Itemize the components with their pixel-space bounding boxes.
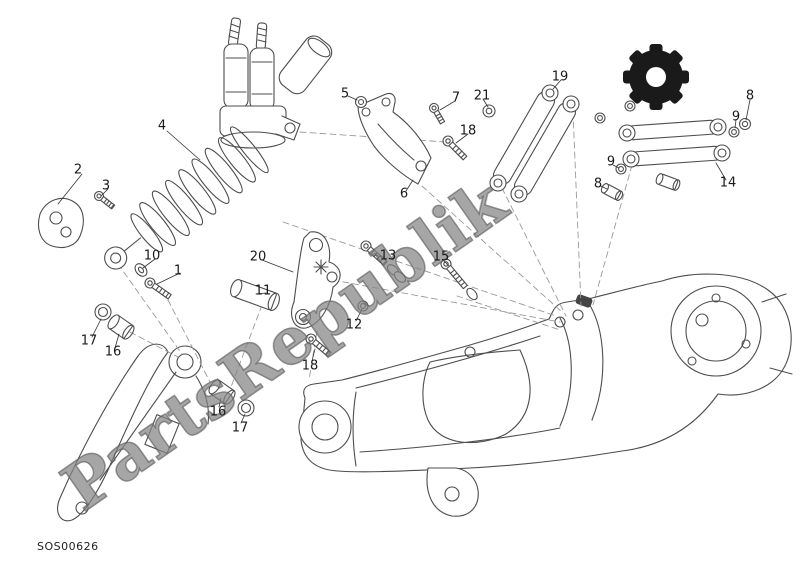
heel-guard-part-6 bbox=[357, 92, 432, 185]
swingarm bbox=[298, 273, 793, 517]
part-callout-20: 20 bbox=[249, 249, 267, 265]
part-callout-12: 12 bbox=[345, 317, 363, 333]
tie-rods-part-14 bbox=[618, 118, 731, 191]
part-callout-11: 11 bbox=[254, 283, 272, 299]
part-callout-6: 6 bbox=[399, 186, 409, 202]
part-callout-21: 21 bbox=[473, 88, 491, 104]
part-callout-16: 16 bbox=[104, 344, 122, 360]
bolt-part-1 bbox=[144, 277, 172, 300]
part-callout-19: 19 bbox=[551, 69, 569, 85]
washer-part-21 bbox=[482, 104, 496, 118]
nut-part-12 bbox=[357, 300, 369, 312]
bracket-part-2 bbox=[37, 197, 84, 249]
part-callout-18: 18 bbox=[301, 358, 319, 374]
oring-part-17-lower bbox=[237, 399, 255, 417]
part-callout-10: 10 bbox=[143, 248, 161, 264]
bolt-part-7 bbox=[428, 102, 446, 125]
bolt-part-15 bbox=[440, 258, 468, 290]
part-callout-9: 9 bbox=[731, 109, 741, 125]
washer-part-5 bbox=[354, 95, 368, 109]
part-callout-4: 4 bbox=[157, 118, 167, 134]
part-callout-8: 8 bbox=[593, 176, 603, 192]
part-callout-7: 7 bbox=[451, 90, 461, 106]
part-callout-2: 2 bbox=[73, 162, 83, 178]
part-callout-9: 9 bbox=[606, 154, 616, 170]
bushing-part-16-lower bbox=[208, 379, 236, 405]
spacer-part-11 bbox=[230, 278, 280, 312]
star-mark bbox=[313, 259, 329, 275]
alignment-dashed-lines bbox=[117, 111, 633, 388]
bushing-part-16-upper bbox=[107, 314, 135, 340]
rocker-arm-part-20 bbox=[291, 231, 341, 329]
bolt-part-18-upper bbox=[442, 135, 468, 161]
oring-part-17-upper bbox=[94, 303, 112, 321]
shock-absorber bbox=[104, 17, 333, 270]
washers-part-8-9 bbox=[594, 100, 752, 201]
left-swingarm-arm bbox=[57, 343, 210, 522]
part-callout-3: 3 bbox=[101, 178, 111, 194]
bolt-part-13 bbox=[360, 240, 388, 266]
part-callout-8: 8 bbox=[745, 88, 755, 104]
coil-spring bbox=[104, 126, 269, 270]
bolt-part-3 bbox=[93, 190, 116, 210]
part-callout-17: 17 bbox=[231, 420, 249, 436]
part-callout-5: 5 bbox=[340, 86, 350, 102]
part-callout-18: 18 bbox=[459, 123, 477, 139]
part-callout-17: 17 bbox=[80, 333, 98, 349]
part-callout-1: 1 bbox=[173, 263, 183, 279]
callout-leader-lines bbox=[57, 79, 751, 424]
washer-part-10 bbox=[134, 263, 148, 277]
drawing-code: SOS00626 bbox=[37, 540, 99, 553]
part-callout-15: 15 bbox=[432, 249, 450, 265]
part-callout-13: 13 bbox=[379, 248, 397, 264]
gear-icon bbox=[623, 44, 689, 110]
part-callout-16: 16 bbox=[209, 404, 227, 420]
linkage-arms-part-19 bbox=[489, 84, 580, 203]
bolt-part-18-lower bbox=[305, 333, 332, 357]
part-callout-14: 14 bbox=[719, 175, 737, 191]
